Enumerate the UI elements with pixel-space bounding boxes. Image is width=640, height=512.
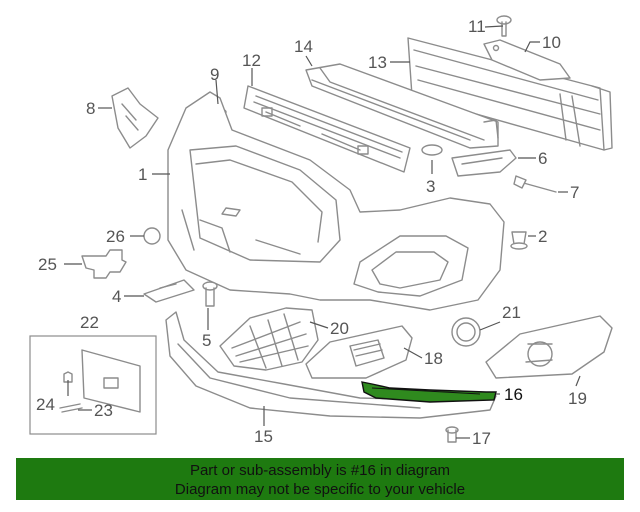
part-4-bracket [143, 279, 195, 303]
callout-9: 9 [210, 65, 219, 84]
part-20-lower-grille [219, 307, 319, 371]
footer-banner: Part or sub-assembly is #16 in diagram D… [16, 458, 624, 500]
part-17-fastener [445, 426, 459, 443]
callout-17: 17 [472, 429, 491, 448]
callout-21: 21 [502, 303, 521, 322]
part-12-grille-insert [243, 85, 411, 173]
callout-6: 6 [538, 149, 547, 168]
callout-22: 22 [80, 313, 99, 332]
callout-14: 14 [294, 37, 313, 56]
callout-7: 7 [570, 183, 579, 202]
part-3-clip [421, 144, 443, 156]
callout-1: 1 [138, 165, 147, 184]
part-22-plate-bracket-group [29, 335, 157, 435]
part-15-deflector [165, 311, 497, 419]
callout-8: 8 [86, 99, 95, 118]
callout-15: 15 [254, 427, 273, 446]
callout-labels: 11 10 9 12 14 13 8 1 3 6 7 2 26 25 4 5 2… [36, 17, 587, 448]
part-5-fastener [202, 281, 218, 307]
callout-16: 16 [504, 385, 523, 404]
callout-3: 3 [426, 177, 435, 196]
callout-2: 2 [538, 227, 547, 246]
part-7-bolt [513, 175, 557, 193]
callout-5: 5 [202, 331, 211, 350]
leader-lines [64, 25, 581, 439]
part-6-bracket [451, 149, 517, 177]
callout-19: 19 [568, 389, 587, 408]
part-21-ring [451, 317, 481, 347]
callout-24: 24 [36, 395, 55, 414]
footer-line-1: Part or sub-assembly is #16 in diagram [189, 462, 451, 479]
part-1-bumper-fascia [167, 91, 505, 311]
part-11-clip [496, 15, 512, 37]
part-14-absorber [305, 63, 499, 149]
callout-13: 13 [368, 53, 387, 72]
part-10-bracket [483, 39, 571, 81]
footer-line-2: Diagram may not be specific to your vehi… [174, 481, 466, 498]
part-8-bracket [111, 87, 159, 149]
callout-11: 11 [468, 17, 486, 36]
part-25-emblem [81, 249, 127, 279]
callout-26: 26 [106, 227, 125, 246]
part-19-fog-bezel [485, 315, 613, 379]
callout-12: 12 [242, 51, 261, 70]
part-2-fastener [510, 231, 528, 250]
part-18-fog-bezel [305, 325, 413, 379]
callout-10: 10 [542, 33, 561, 52]
callout-25: 25 [38, 255, 57, 274]
part-26-clip [143, 227, 161, 245]
callout-20: 20 [330, 319, 349, 338]
callout-23: 23 [94, 401, 113, 420]
callout-18: 18 [424, 349, 443, 368]
callout-4: 4 [112, 287, 121, 306]
part-16-highlighted-strip [361, 381, 497, 403]
